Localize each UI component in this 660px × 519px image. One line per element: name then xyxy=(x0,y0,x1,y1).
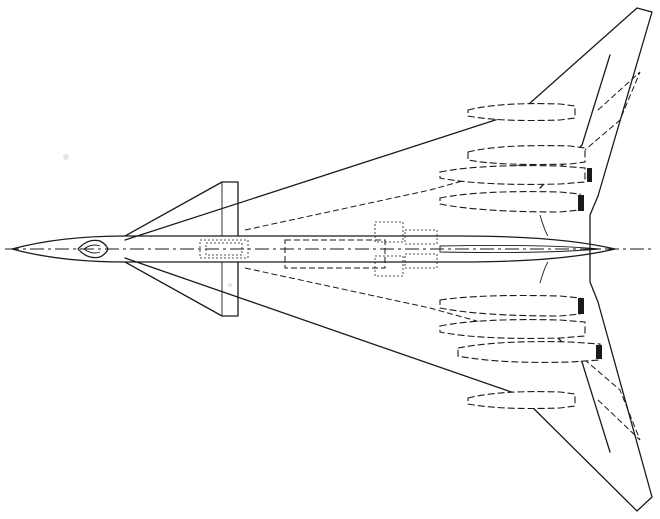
pod-lower-3 xyxy=(439,319,586,339)
main-gear-upper xyxy=(374,221,438,245)
aft-fuselage-line-upper xyxy=(539,214,549,237)
exhaust-nozzles xyxy=(578,168,602,359)
scan-smudges xyxy=(63,154,232,287)
weapons-bay xyxy=(284,239,386,269)
fuselage-outline xyxy=(11,235,616,263)
canard-lower xyxy=(124,261,239,317)
wing-fold-lower xyxy=(539,319,611,453)
wingtip-dashed-lower xyxy=(584,359,641,441)
fuselage-spine xyxy=(439,244,601,254)
cockpit-canopy xyxy=(77,239,109,259)
pod-upper-3 xyxy=(439,165,586,185)
pod-upper-4 xyxy=(439,191,581,213)
wing-inner-line-upper xyxy=(244,164,521,231)
pod-lower-4 xyxy=(439,294,581,317)
wingtip-dashed-upper xyxy=(584,71,641,151)
aft-fuselage-line-lower xyxy=(539,261,549,284)
pod-upper-1 xyxy=(467,103,576,122)
pod-lower-1 xyxy=(467,391,576,410)
main-gear-lower xyxy=(374,253,438,277)
pod-lower-2 xyxy=(457,341,601,363)
cockpit-frame xyxy=(83,244,101,254)
wing-inner-line-lower xyxy=(244,267,521,334)
canard-upper xyxy=(124,181,239,237)
nose-gear-bay xyxy=(199,239,249,259)
pod-upper-2 xyxy=(467,145,586,166)
main-wing-outline xyxy=(124,7,653,512)
